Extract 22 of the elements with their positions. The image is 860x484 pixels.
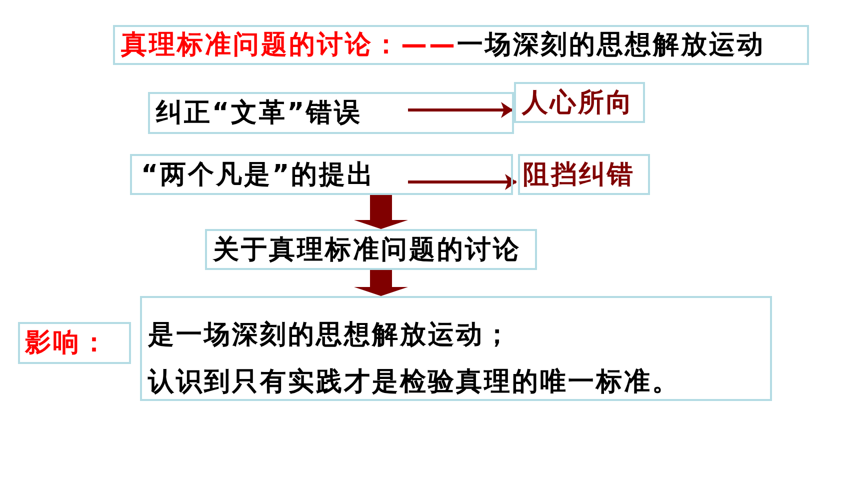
tag-box: [18, 322, 131, 364]
result-label: 阻挡纠错: [523, 160, 635, 190]
result-label: 人心所向: [522, 88, 634, 118]
event-box: [148, 92, 514, 134]
heading-box: [113, 25, 809, 65]
event-box: [130, 154, 513, 195]
arrow: [408, 174, 517, 190]
block-arrow: [354, 270, 408, 296]
result-box: [514, 82, 645, 123]
event-label: “两个凡是”的提出: [141, 160, 376, 190]
statement-text: 是一场深刻的思想解放运动；: [148, 320, 512, 350]
tag-label: 影响：: [25, 328, 109, 358]
statement-text: 认识到只有实践才是检验真理的唯一标准。: [148, 367, 680, 397]
result-box: [518, 154, 650, 195]
topic-label: 关于真理标准问题的讨论: [213, 234, 521, 264]
heading-text: 一场深刻的思想解放运动: [457, 30, 765, 60]
heading-text: 真理标准问题的讨论：——: [121, 30, 457, 60]
arrow: [408, 102, 513, 118]
impact-box: [140, 296, 772, 401]
topic-box: [205, 229, 537, 270]
block-arrow: [354, 195, 408, 229]
event-label: 纠正“文革”错误: [156, 98, 362, 128]
